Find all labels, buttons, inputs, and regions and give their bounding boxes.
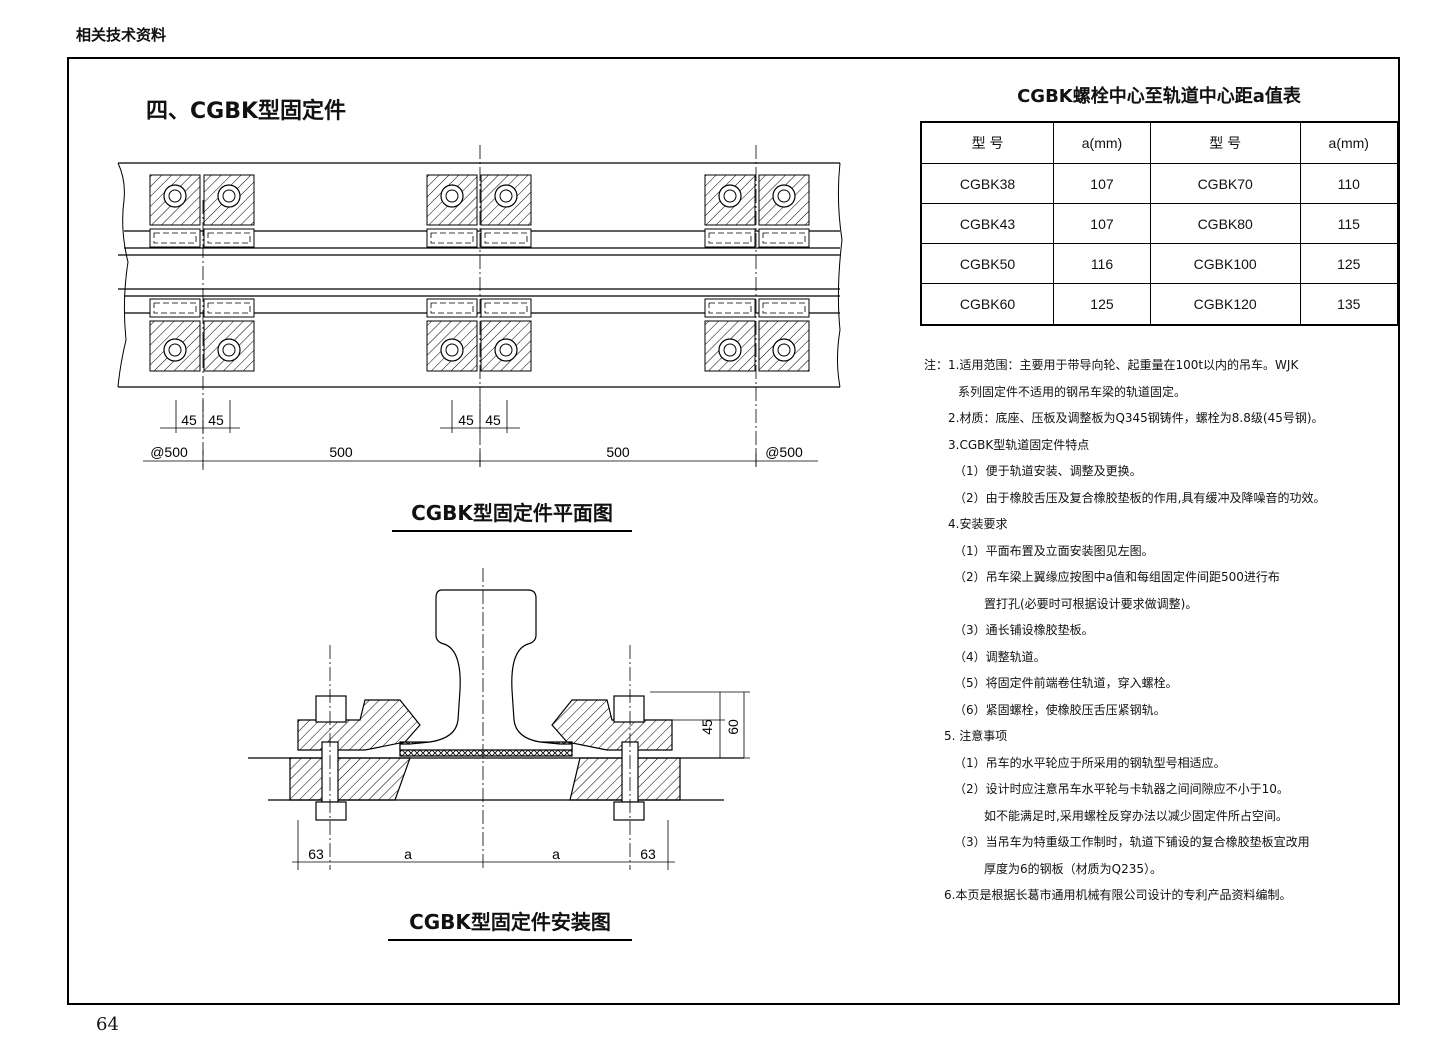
table-cell: CGBK43 — [920, 203, 1055, 245]
note-line: （6）紧固螺栓，使橡胶压舌压紧钢轨。 — [954, 702, 1166, 717]
dim-45-b: 45 — [208, 412, 224, 428]
plan-caption: CGBK型固定件平面图 — [411, 501, 613, 525]
install-drawing — [248, 568, 750, 870]
table-row: CGBK43 107 CGBK80 115 — [920, 203, 1399, 245]
note-line: （1）吊车的水平轮应于所采用的钢轨型号相适应。 — [954, 755, 1226, 770]
fixing-clamp — [758, 174, 810, 248]
fixing-clamp — [203, 298, 255, 372]
header-a-1: a(mm) — [1053, 121, 1151, 164]
dim-a-right: a — [552, 846, 560, 862]
table-cell: 107 — [1053, 203, 1151, 245]
note-line: 3.CGBK型轨道固定件特点 — [948, 437, 1090, 452]
table-cell: CGBK80 — [1149, 203, 1301, 245]
a-value-table: 型 号 a(mm) 型 号 a(mm) CGBK38 107 CGBK70 11… — [920, 121, 1399, 326]
table-cell: CGBK120 — [1149, 283, 1301, 326]
page-header: 相关技术资料 — [76, 26, 167, 44]
table-title: CGBK螺栓中心至轨道中心距a值表 — [1017, 86, 1301, 107]
dim-right-spacing: @500 — [765, 444, 803, 460]
dim-45-a: 45 — [181, 412, 197, 428]
dim-45-c: 45 — [458, 412, 474, 428]
table-cell: CGBK70 — [1149, 162, 1301, 205]
note-line: （4）调整轨道。 — [954, 649, 1046, 664]
note-line: 4.安装要求 — [948, 517, 1008, 531]
table-cell: CGBK38 — [920, 162, 1055, 205]
install-caption-underline — [388, 939, 632, 941]
table-row: CGBK50 116 CGBK100 125 — [920, 243, 1399, 285]
table-cell: CGBK100 — [1149, 243, 1301, 285]
dim-45-d: 45 — [485, 412, 501, 428]
fixing-clamp — [480, 298, 532, 372]
dim-63-left: 63 — [308, 846, 324, 862]
note-line: （1）平面布置及立面安装图见左图。 — [954, 543, 1154, 558]
table-cell: 125 — [1299, 243, 1399, 285]
note-line: 系列固定件不适用的钢吊车梁的轨道固定。 — [958, 384, 1187, 399]
table-header-row: 型 号 a(mm) 型 号 a(mm) — [920, 121, 1399, 164]
table-cell: 107 — [1053, 162, 1151, 205]
dim-45-vert: 45 — [699, 719, 715, 735]
note-line: （5）将固定件前端卷住轨道，穿入螺栓。 — [954, 676, 1178, 690]
fixing-clamp — [426, 174, 478, 248]
dim-60-vert: 60 — [725, 719, 741, 735]
table-cell: 115 — [1299, 203, 1399, 245]
table-cell: CGBK50 — [920, 243, 1055, 285]
dim-500-b: 500 — [606, 444, 630, 460]
note-line: 如不能满足时,采用螺栓反穿办法以减少固定件所占空间。 — [984, 808, 1288, 823]
dim-left-spacing: @500 — [150, 444, 188, 460]
note-line: （1）便于轨道安装、调整及更换。 — [954, 464, 1142, 478]
note-line: （2）吊车梁上翼缘应按图中a值和每组固定件间距500进行布 — [954, 570, 1280, 584]
note-line: 2.材质：底座、压板及调整板为Q345钢铸件，螺栓为8.8级(45号钢)。 — [948, 411, 1324, 425]
section-title: 四、CGBK型固定件 — [146, 99, 347, 124]
fixing-clamp — [704, 298, 756, 372]
table-row: CGBK60 125 CGBK120 135 — [920, 283, 1399, 326]
table-cell: 110 — [1299, 162, 1399, 205]
drawing-frame — [67, 57, 1400, 1005]
fixing-clamp — [149, 298, 201, 372]
fixing-clamp — [203, 174, 255, 248]
note-line: （2）由于橡胶舌压及复合橡胶垫板的作用,具有缓冲及降噪音的功效。 — [954, 490, 1326, 505]
note-line: （3）当吊车为特重级工作制时，轨道下铺设的复合橡胶垫板宜改用 — [954, 835, 1310, 849]
plan-caption-underline — [392, 530, 632, 532]
note-line: 6.本页是根据长葛市通用机械有限公司设计的专利产品资料编制。 — [944, 888, 1292, 902]
note-line: 置打孔(必要时可根据设计要求做调整)。 — [984, 596, 1198, 611]
dim-a-left: a — [404, 846, 412, 862]
table-cell: CGBK60 — [920, 283, 1055, 326]
table-row: CGBK38 107 CGBK70 110 — [920, 162, 1399, 205]
header-a-2: a(mm) — [1299, 121, 1399, 164]
fixing-clamp — [758, 298, 810, 372]
note-line: （2）设计时应注意吊车水平轮与卡轨器之间间隙应不小于10。 — [954, 782, 1289, 796]
install-caption: CGBK型固定件安装图 — [409, 910, 611, 934]
note-line: （3）通长铺设橡胶垫板。 — [954, 623, 1094, 637]
fixing-clamp — [480, 174, 532, 248]
note-line: 5. 注意事项 — [944, 729, 1008, 743]
note-line: 厚度为6的钢板（材质为Q235）。 — [984, 861, 1162, 876]
fixing-clamp — [149, 174, 201, 248]
header-model-2: 型 号 — [1149, 121, 1301, 164]
dim-63-right: 63 — [640, 846, 656, 862]
fixing-clamp — [426, 298, 478, 372]
dim-500-a: 500 — [329, 444, 353, 460]
note-line: 注：1.适用范围：主要用于带导向轮、起重量在100t以内的吊车。WJK — [924, 358, 1299, 372]
table-cell: 125 — [1053, 283, 1151, 326]
table-cell: 116 — [1053, 243, 1151, 285]
fixing-clamp — [704, 174, 756, 248]
page-number: 64 — [96, 1014, 119, 1035]
header-model-1: 型 号 — [920, 121, 1055, 164]
table-cell: 135 — [1299, 283, 1399, 326]
notes-block: 注：1.适用范围：主要用于带导向轮、起重量在100t以内的吊车。WJK 系列固定… — [924, 352, 1394, 909]
